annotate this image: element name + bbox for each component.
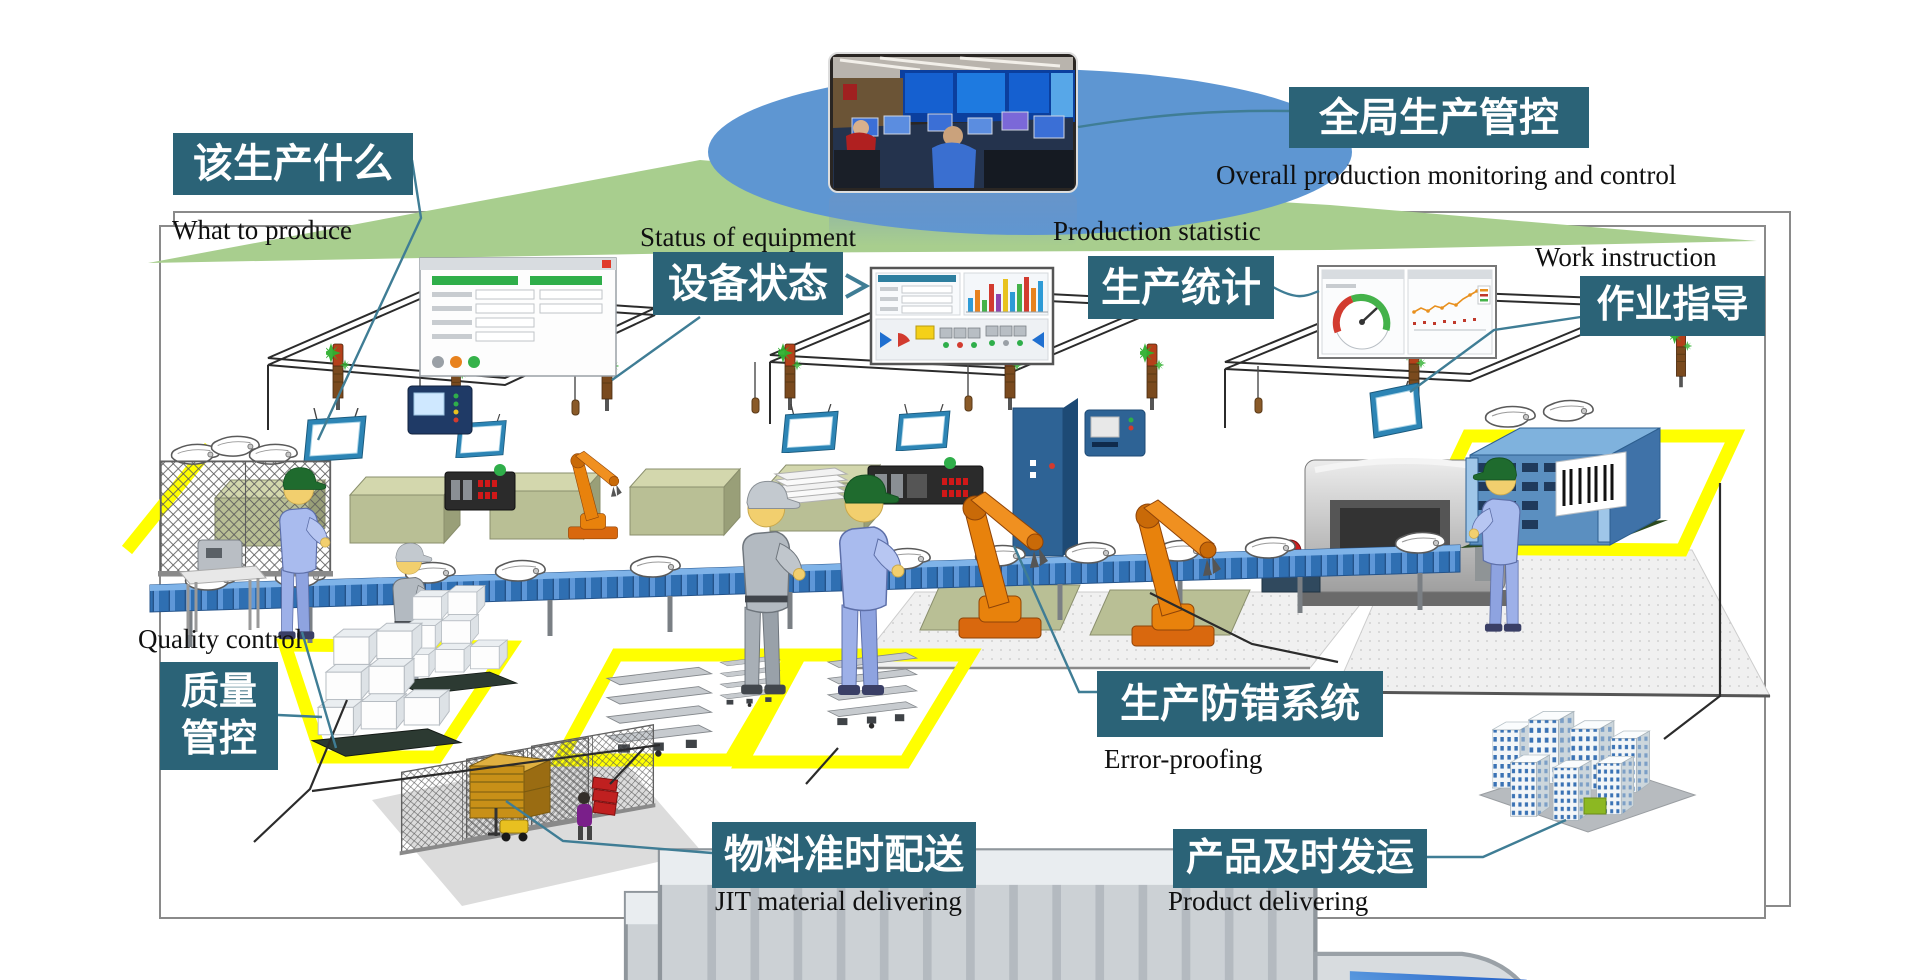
callout-product-delivering-label: 产品及时发运 <box>1185 836 1414 879</box>
caption-work-instruction: Work instruction <box>1535 242 1717 272</box>
callout-work-instruction-label: 作业指导 <box>1596 284 1749 327</box>
equipment-dashboard <box>869 266 1055 366</box>
caption-jit-material: JIT material delivering <box>715 886 962 916</box>
callout-error-proofing-label: 生产防错系统 <box>1120 682 1360 726</box>
callout-overall-control-label: 全局生产管控 <box>1319 95 1559 140</box>
callout-equipment-status: 设备状态 <box>653 252 843 315</box>
factory-buildings-icon <box>1478 710 1697 833</box>
black-route-lines <box>253 483 1722 843</box>
callout-equipment-status-label: 设备状态 <box>668 261 828 306</box>
callout-connector-lines <box>277 109 1595 859</box>
barcode-icon <box>1555 451 1627 517</box>
caption-equipment-status: Status of equipment <box>640 222 856 252</box>
caption-error-proofing: Error-proofing <box>1104 744 1263 774</box>
callout-overall-control: 全局生产管控 <box>1289 87 1589 148</box>
forklift-icon <box>488 808 529 842</box>
callout-quality-control-line1: 质量 <box>180 670 257 713</box>
hmi-control-box-icons <box>407 385 1146 457</box>
caption-production-statistic: Production statistic <box>1053 216 1261 246</box>
callout-production-statistic: 生产统计 <box>1088 256 1274 319</box>
caption-what-to-produce: What to produce <box>172 215 352 245</box>
machine-status-icons <box>939 325 1027 339</box>
mini-bar-chart <box>966 277 1048 313</box>
callout-what-to-produce-label: 该生产什么 <box>193 142 393 186</box>
callout-jit-material-label: 物料准时配送 <box>724 833 964 877</box>
caption-quality-control: Quality control <box>138 624 303 654</box>
warehouse-worker-icon <box>577 776 619 840</box>
gauge-icon <box>1332 293 1391 350</box>
callout-jit-material: 物料准时配送 <box>712 822 976 888</box>
statistics-dashboard <box>1317 265 1497 359</box>
crate-icon <box>468 753 552 819</box>
callout-work-instruction: 作业指导 <box>1580 276 1765 336</box>
mes-form-window <box>419 257 617 377</box>
control-room-photo <box>828 52 1078 193</box>
caption-product-delivering: Product delivering <box>1168 886 1369 916</box>
callout-production-statistic-label: 生产统计 <box>1101 265 1261 310</box>
operators-in-photo <box>834 120 1074 188</box>
callout-product-delivering: 产品及时发运 <box>1173 829 1427 888</box>
photo-reflection <box>829 194 1077 246</box>
callout-quality-control-line2: 管控 <box>180 718 257 760</box>
callout-quality-control: 质量 管控 <box>160 662 278 770</box>
work-instruction-monitor-icon <box>1369 380 1423 439</box>
callout-error-proofing: 生产防错系统 <box>1097 671 1383 737</box>
mini-line-chart <box>1412 285 1491 331</box>
caption-overall-control: Overall production monitoring and contro… <box>1216 160 1677 190</box>
error-proofing-device-icons <box>444 457 984 511</box>
rack-storage-area <box>398 723 657 857</box>
qc-table-icon <box>178 539 268 635</box>
callout-what-to-produce: 该生产什么 <box>173 133 413 195</box>
